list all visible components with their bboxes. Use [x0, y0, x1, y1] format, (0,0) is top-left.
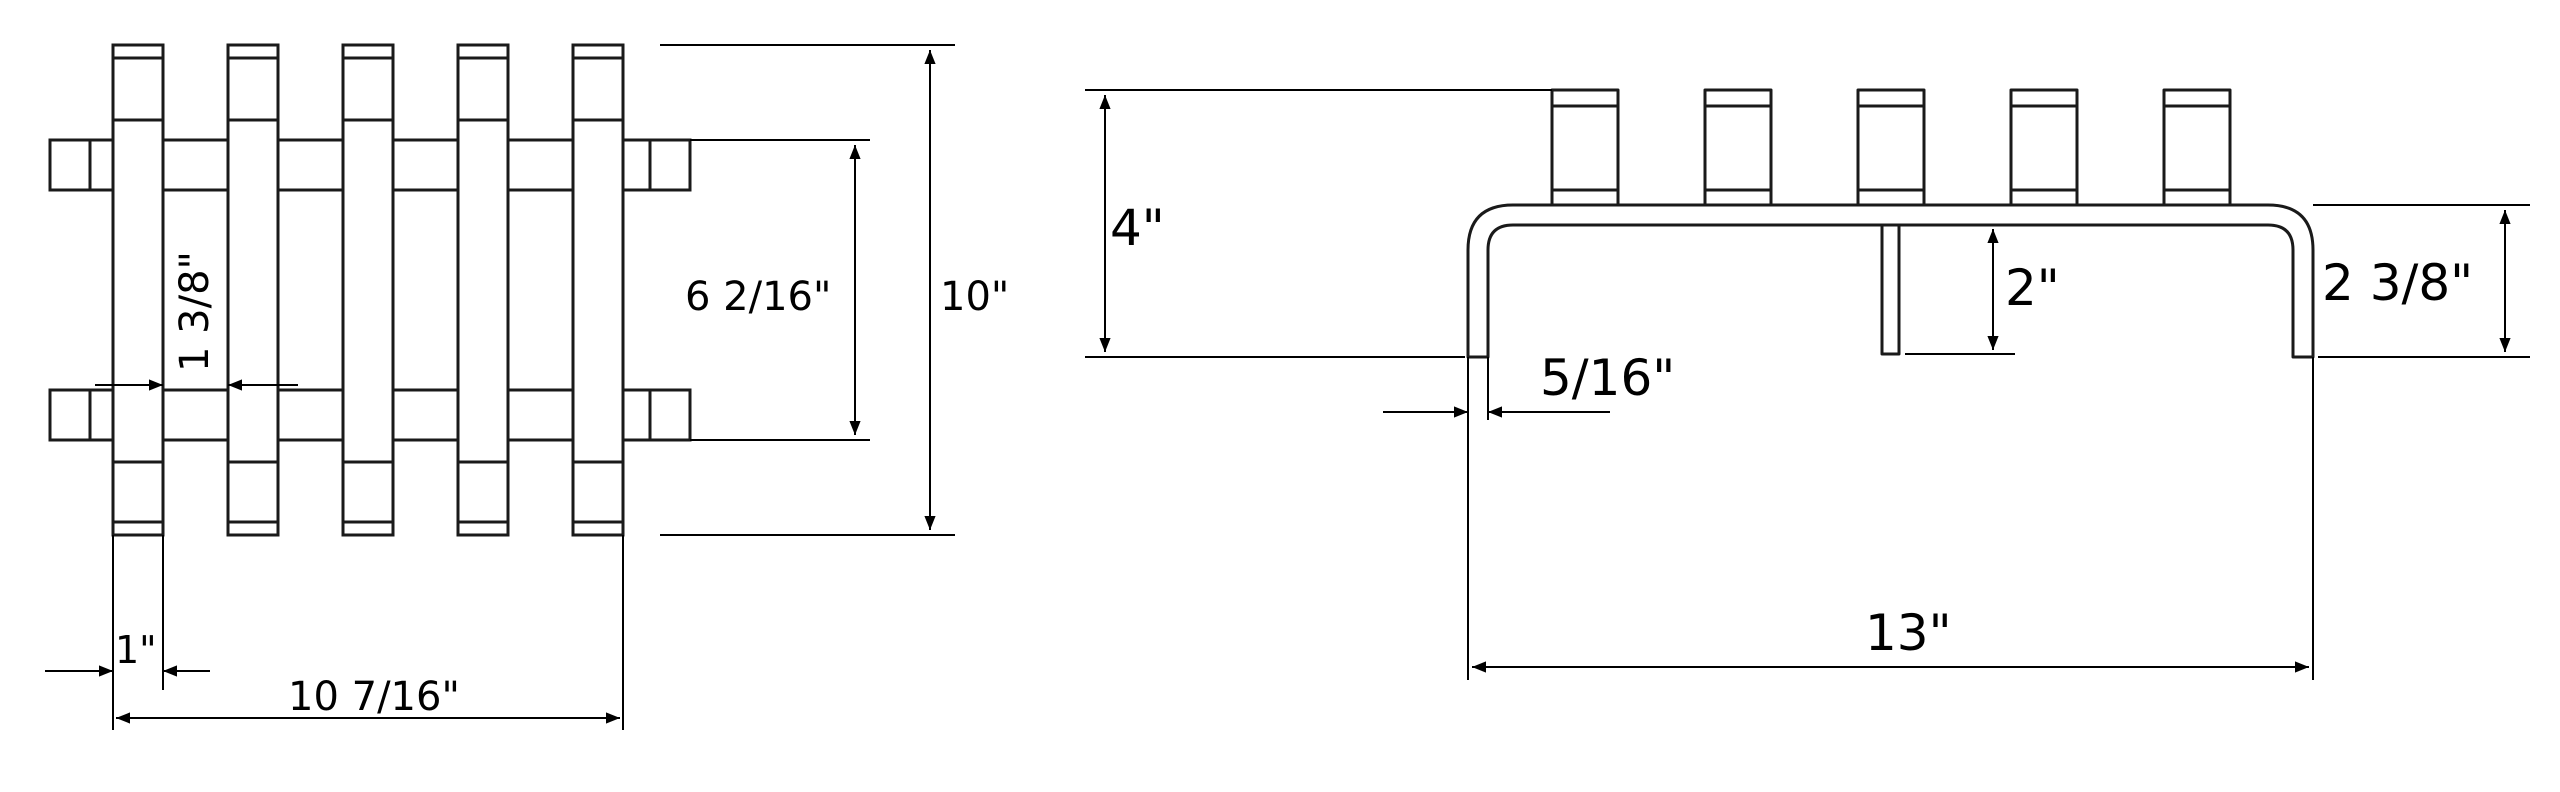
- dim-label-bar-width: 1": [115, 628, 157, 672]
- dim-label-crossbar-spacing: 6 2/16": [685, 274, 831, 320]
- top-view-bar: [456, 43, 510, 537]
- dim-label-leg-height: 2": [2005, 259, 2060, 317]
- dim-label-side-overall-length: 13": [1865, 604, 1952, 662]
- top-view-bar: [571, 43, 625, 537]
- side-view-center-leg: [1880, 223, 1901, 356]
- dim-label-overall-length: 10": [940, 274, 1009, 320]
- dim-label-rod-thickness: 5/16": [1540, 349, 1675, 407]
- top-view-bar: [226, 43, 280, 537]
- top-view-dimensions: [45, 44, 955, 730]
- side-view-dimensions: [1085, 89, 2530, 680]
- side-view-bar: [2009, 88, 2079, 207]
- side-view-frame: [1466, 203, 2315, 359]
- top-view-bars: [111, 43, 625, 537]
- top-view-bar: [341, 43, 395, 537]
- dim-label-gap: 1 3/8": [172, 251, 218, 372]
- side-view-bars: [1550, 88, 2232, 207]
- side-view-bar-caps: [1552, 104, 2230, 192]
- side-view-bar: [1856, 88, 1926, 207]
- side-view: [1466, 88, 2315, 359]
- dim-label-overall-height: 4": [1110, 199, 1165, 257]
- dim-label-overall-width: 10 7/16": [288, 674, 460, 720]
- top-view-bar: [111, 43, 165, 537]
- dim-label-end-height: 2 3/8": [2322, 254, 2473, 312]
- top-view: [48, 43, 692, 537]
- top-view-bar-caps: [111, 56, 625, 524]
